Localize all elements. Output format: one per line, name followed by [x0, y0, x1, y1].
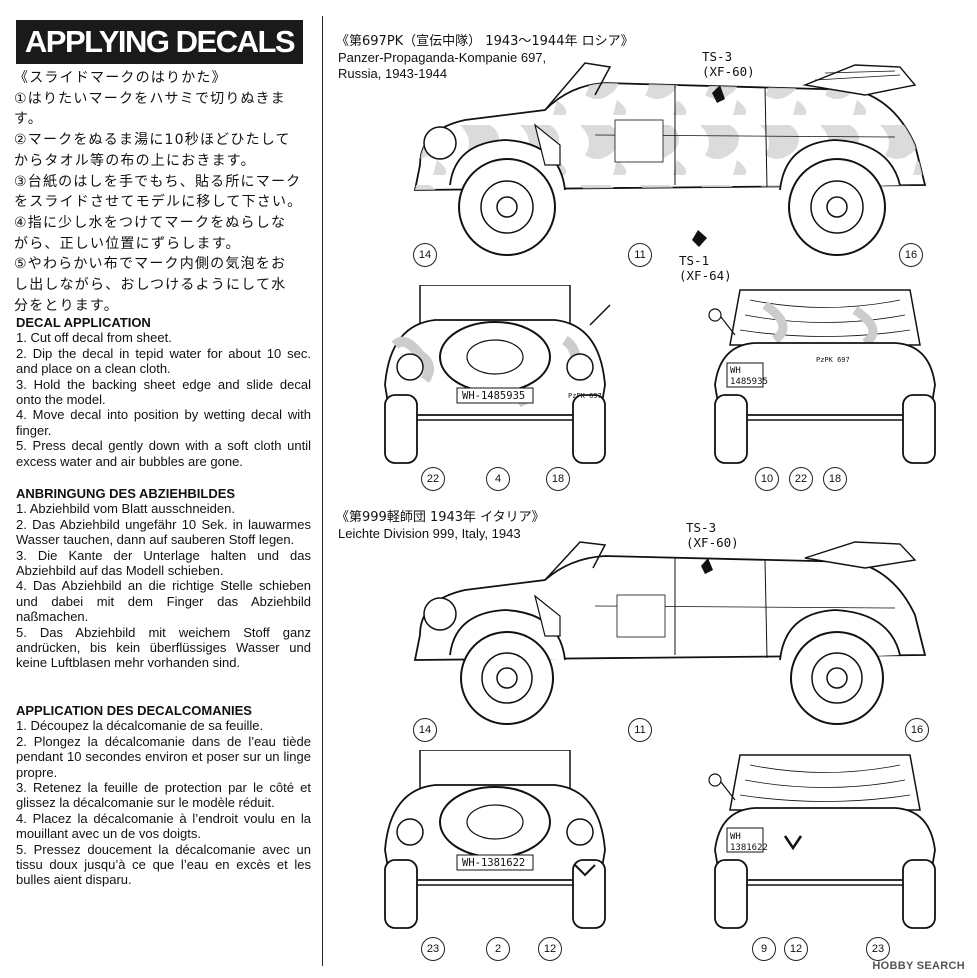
scheme1-rear-unit-mark: PzPK 697 [816, 356, 850, 364]
scheme1-side-marker: 14 [413, 243, 437, 267]
scheme2-side-marker: 16 [905, 718, 929, 742]
scheme2-front-marker: 23 [421, 937, 445, 961]
en-step: 4. Move decal into position by wetting d… [16, 407, 311, 438]
en-step: 1. Cut off decal from sheet. [16, 330, 172, 346]
scheme1-rear-plate-number: 1485935 [730, 377, 768, 387]
de-heading: ANBRINGUNG DES ABZIEHBILDES [16, 486, 236, 501]
scheme1-front-marker: 22 [421, 467, 445, 491]
jp-instructions: 《スライドマークのはりかた》 ①はりたいマークをハサミで切りぬきます。 ②マーク… [14, 68, 314, 316]
de-section: ANBRINGUNG DES ABZIEHBILDES 1. Abziehbil… [16, 486, 311, 671]
jp-line: からタオル等の布の上におきます。 [14, 152, 256, 169]
scheme2-rear-plate-number: 1381622 [730, 843, 768, 853]
scheme2-side-view [413, 541, 927, 725]
scheme2-caption-jp: 《第999軽師団 1943年 イタリア》 [336, 510, 545, 525]
jp-line: をスライドさせてモデルに移して下さい。 [14, 194, 303, 211]
fr-step: 4. Placez la décalcomanie à l’endroit vo… [16, 810, 311, 842]
scheme1-front-marker: 18 [546, 467, 570, 491]
scheme1-rear-marker: 18 [823, 467, 847, 491]
de-step: 3. Die Kante der Unterlage halten und da… [16, 547, 311, 579]
scheme2-front-marker: 12 [538, 937, 562, 961]
scheme2-rear-marker: 12 [784, 937, 808, 961]
en-step: 5. Press decal gently down with a soft c… [16, 438, 311, 469]
jp-line: 分をとります。 [14, 297, 119, 314]
jp-line: ①はりたいマークをハサミで切りぬきます。 [14, 90, 286, 128]
scheme1-xf64-label: (XF-64) [679, 268, 732, 283]
scheme1-rear-plate-prefix: WH [730, 366, 741, 376]
scheme1-caption-en2: Russia, 1943-1944 [338, 66, 448, 81]
scheme1-ts1-label: TS-1 [679, 253, 710, 268]
fr-step: 5. Pressez doucement la décalcomanie ave… [16, 841, 311, 888]
fr-step: 2. Plongez la décalcomanie dans de l’eau… [16, 733, 311, 780]
scheme2-side-marker: 11 [628, 718, 652, 742]
de-step: 2. Das Abziehbild ungefähr 10 Sek. in la… [16, 516, 311, 548]
scheme1-xf60-label: (XF-60) [702, 64, 755, 79]
jp-line: 《スライドマークのはりかた》 [14, 70, 227, 86]
scheme1-side-marker: 11 [628, 243, 652, 267]
fr-heading: APPLICATION DES DECALCOMANIES [16, 703, 252, 718]
watermark: HOBBY SEARCH [872, 960, 965, 972]
page-title: APPLYING DECALS [16, 20, 303, 64]
scheme1-caption-en: Panzer-Propaganda-Kompanie 697, [338, 50, 547, 65]
scheme2-xf60-label: (XF-60) [686, 535, 739, 550]
en-section: DECAL APPLICATION 1. Cut off decal from … [16, 315, 311, 469]
scheme1-front-plate: WH-1485935 [462, 390, 526, 402]
scheme2-front-view [384, 750, 606, 929]
scheme2-rear-marker: 23 [866, 937, 890, 961]
scheme2-front-marker: 2 [486, 937, 510, 961]
scheme1-front-marker: 4 [486, 467, 510, 491]
fr-section: APPLICATION DES DECALCOMANIES 1. Découpe… [16, 703, 311, 888]
scheme1-side-view [413, 62, 927, 256]
scheme2-rear-view [708, 754, 936, 929]
scheme2-rear-plate-prefix: WH [730, 832, 741, 842]
scheme1-caption-jp: 《第697PK（宣伝中隊） 1943〜1944年 ロシア》 [336, 34, 634, 49]
scheme1-front-view [384, 285, 611, 464]
scheme2-side-marker: 14 [413, 718, 437, 742]
jp-line: ④指に少し水をつけてマークをぬらしな [14, 214, 287, 231]
scheme2-rear-marker: 9 [752, 937, 776, 961]
scheme1-rear-view [708, 289, 936, 464]
jp-line: ②マークをぬるま湯に10秒ほどひたして [14, 132, 291, 149]
column-divider [322, 16, 323, 966]
de-step: 5. Das Abziehbild mit weichem Stoff ganz… [16, 624, 311, 671]
scheme2-caption-en: Leichte Division 999, Italy, 1943 [338, 526, 521, 541]
fr-step: 3. Retenez la feuille de protection par … [16, 780, 311, 811]
fr-step: 1. Découpez la décalcomanie de sa feuill… [16, 718, 264, 734]
scheme1-rear-marker: 22 [789, 467, 813, 491]
jp-line: がら、正しい位置にずらします。 [14, 235, 241, 252]
scheme1-front-unit-mark: PzPK 697 [568, 392, 602, 400]
jp-line: ③台紙のはしを手でもち、貼る所にマーク [14, 173, 302, 190]
en-step: 2. Dip the decal in tepid water for abou… [16, 345, 311, 377]
scheme2-ts3-label: TS-3 [686, 520, 717, 535]
scheme1-side-marker: 16 [899, 243, 923, 267]
de-step: 4. Das Abziehbild an die richtige Stelle… [16, 578, 311, 625]
scheme1-rear-marker: 10 [755, 467, 779, 491]
jp-line: ⑤やわらかい布でマーク内側の気泡をお [14, 256, 287, 273]
de-step: 1. Abziehbild vom Blatt ausschneiden. [16, 501, 235, 517]
scheme1-ts3-label: TS-3 [702, 49, 733, 64]
jp-line: し出しながら、おしつけるようにして水 [14, 277, 287, 294]
scheme2-front-plate: WH-1381622 [462, 857, 526, 869]
en-step: 3. Hold the backing sheet edge and slide… [16, 376, 311, 408]
en-heading: DECAL APPLICATION [16, 315, 151, 330]
